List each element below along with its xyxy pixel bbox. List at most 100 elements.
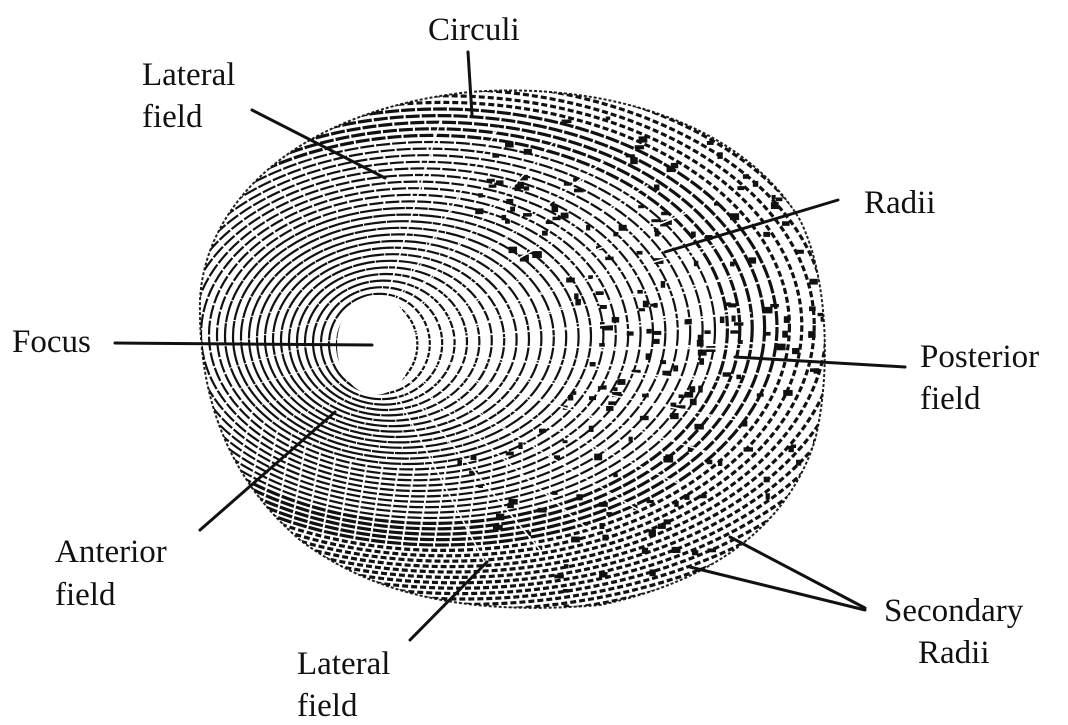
radius-speck (638, 136, 647, 142)
radius-speck (734, 322, 743, 325)
radius-speck (766, 493, 770, 499)
radius-speck (792, 348, 799, 354)
radius-speck (506, 452, 514, 456)
radius-speck (744, 447, 753, 451)
radius-speck (564, 182, 573, 185)
radius-speck (589, 396, 596, 400)
radius-speck (742, 420, 747, 426)
radius-speck (836, 318, 844, 321)
radius-speck (643, 301, 649, 308)
radius-speck (718, 459, 722, 466)
radius-speck (576, 494, 582, 500)
radius-speck (737, 186, 744, 190)
radius-speck (602, 385, 607, 389)
radius-speck (509, 247, 517, 253)
radius-speck (809, 279, 817, 285)
radius-speck (743, 174, 749, 179)
radius-speck (698, 386, 703, 393)
radius-speck (670, 413, 679, 419)
radius-speck (613, 473, 618, 477)
radius-speck (672, 547, 681, 553)
radius-speck (523, 213, 532, 217)
radius-speck (717, 152, 722, 159)
radius-speck (667, 166, 676, 172)
label-lateral-field-top: Lateral (142, 57, 235, 93)
radius-speck (684, 494, 689, 500)
radius-speck (506, 199, 513, 204)
radius-speck (694, 424, 703, 430)
radius-speck (685, 392, 694, 398)
radius-speck (738, 340, 743, 344)
leader-focus (115, 343, 372, 345)
radius-speck (508, 499, 517, 505)
radius-speck (699, 358, 704, 365)
radius-speck (661, 212, 669, 215)
radius-speck (613, 387, 617, 391)
radius-speck (478, 485, 483, 488)
label-anterior-field-line2: field (55, 577, 116, 613)
radius-speck (796, 460, 801, 466)
radius-speck (763, 232, 770, 237)
radius-speck (763, 307, 773, 313)
radius-speck (638, 205, 644, 208)
radius-speck (776, 197, 783, 201)
radius-speck (630, 157, 638, 164)
radius-speck (605, 257, 613, 261)
radius-speck (663, 456, 673, 463)
radius-speck (832, 354, 842, 357)
radius-speck (574, 293, 578, 299)
radius-speck (599, 572, 607, 578)
radius-speck (617, 379, 625, 385)
radius-speck (720, 317, 724, 324)
radius-speck (627, 331, 634, 335)
radius-speck (653, 331, 662, 335)
radius-speck (515, 184, 521, 191)
radius-speck (753, 181, 758, 187)
label-lateral-field-top-line2: field (142, 99, 203, 135)
radius-speck (602, 535, 608, 541)
radius-speck (589, 426, 594, 432)
radius-speck (639, 308, 645, 311)
radius-speck (674, 501, 679, 507)
radius-speck (814, 368, 820, 373)
radius-speck (699, 495, 707, 499)
radius-speck (764, 477, 770, 483)
radius-speck (608, 401, 616, 405)
radius-speck (542, 231, 548, 236)
radius-speck (749, 257, 756, 263)
radius-speck (726, 302, 731, 306)
radius-speck (650, 304, 658, 307)
radius-speck (757, 393, 764, 396)
radius-speck (647, 500, 654, 503)
radius-speck (613, 232, 618, 236)
leader-secondary-radii-b (690, 567, 865, 610)
radius-speck (552, 206, 559, 213)
radius-speck (492, 155, 499, 158)
radius-speck (818, 313, 825, 316)
radius-speck (809, 306, 816, 311)
radius-speck (654, 184, 659, 190)
radius-speck (646, 329, 651, 334)
radius-speck (600, 305, 607, 309)
radius-speck (673, 365, 678, 371)
radius-speck (596, 291, 604, 295)
radius-speck (518, 442, 522, 449)
radius-speck (496, 180, 503, 184)
radius-speck (626, 154, 635, 157)
radius-speck (574, 189, 584, 193)
radius-speck (642, 394, 649, 398)
radius-speck (496, 514, 504, 521)
radius-speck (475, 208, 483, 214)
radius-speck (471, 456, 477, 460)
radius-speck (478, 193, 483, 197)
radius-speck (852, 330, 861, 333)
label-secondary-radii-line2: Radii (918, 635, 990, 671)
radius-speck (772, 195, 776, 199)
radius-speck (707, 460, 713, 464)
radius-speck (646, 353, 651, 359)
radius-speck (640, 416, 649, 420)
radius-speck (707, 548, 716, 552)
radius-speck (502, 215, 507, 220)
